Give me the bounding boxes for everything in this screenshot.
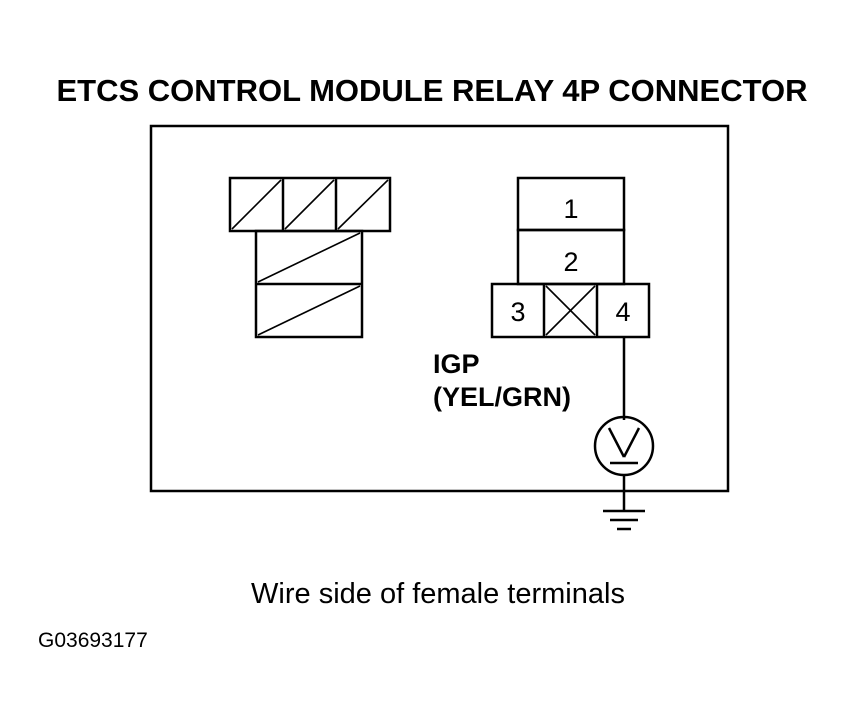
wire-name-label: IGP — [433, 349, 480, 379]
wire-color-label: (YEL/GRN) — [433, 382, 571, 412]
pin-1-label: 1 — [563, 194, 578, 224]
empty-cavity-x — [545, 285, 596, 336]
voltmeter-icon — [593, 415, 655, 477]
pin-4-label: 4 — [615, 297, 630, 327]
diagram-title: ETCS CONTROL MODULE RELAY 4P CONNECTOR — [57, 73, 808, 108]
pin-3-label: 3 — [510, 297, 525, 327]
figure-code: G03693177 — [38, 629, 148, 652]
terminal-cavities: 1 2 3 4 — [490, 176, 651, 339]
ground-icon — [603, 509, 645, 531]
terminal-row-3-4 — [490, 282, 651, 339]
pin-2-label: 2 — [563, 247, 578, 277]
connector-frame — [149, 124, 730, 493]
blocked-cavities — [228, 176, 392, 339]
diagram-caption: Wire side of female terminals — [251, 578, 625, 610]
